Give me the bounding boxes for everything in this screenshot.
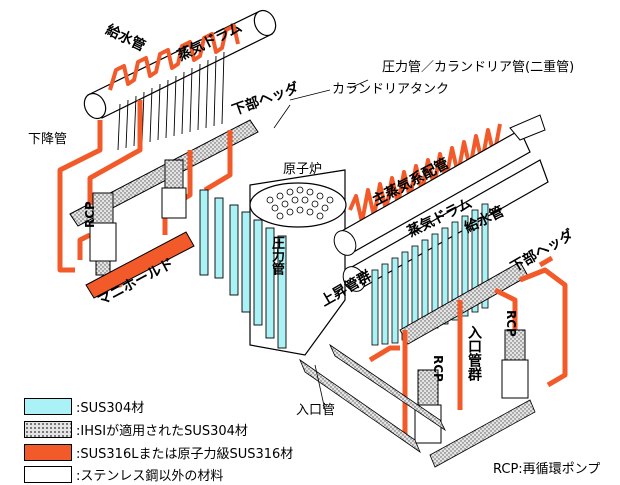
legend-label-sus316: :SUS316Lまたは原子力級SUS316材 bbox=[76, 446, 294, 462]
label-rcp-note: RCP:再循環ポンプ bbox=[493, 462, 601, 477]
inlet-pipes bbox=[299, 343, 536, 468]
label-rcp-right-1: RCP bbox=[431, 355, 445, 382]
feedwater-zigzag-left bbox=[108, 24, 240, 91]
legend-swatch-sus304 bbox=[24, 397, 72, 415]
legend-label-other: :ステンレス鋼以外の材料 bbox=[76, 468, 224, 484]
legend-swatch-sus316 bbox=[24, 443, 72, 461]
label-inlet-pipe: 入口管 bbox=[296, 403, 336, 418]
rcp-right-pump-2 bbox=[501, 329, 529, 399]
riser-tubes-left bbox=[117, 51, 225, 151]
riser-tubes-right bbox=[371, 203, 489, 346]
legend-label-ihsi: :IHSIが適用されたSUS304材 bbox=[76, 423, 248, 439]
rcp-right-pump-1 bbox=[414, 369, 442, 444]
manifold-pipe bbox=[85, 231, 195, 299]
main-steam-zigzag bbox=[348, 123, 502, 224]
rcp-left-pump-2 bbox=[161, 159, 187, 219]
label-inlet-pipe-group: 入口管群 bbox=[466, 325, 482, 381]
rcp-left-pump bbox=[89, 192, 117, 276]
legend-swatch-other bbox=[24, 465, 72, 483]
legend-item-sus304: :SUS304材 bbox=[24, 396, 144, 416]
leader-lines bbox=[273, 79, 369, 411]
label-calandria-tank: カランドリアタンク bbox=[332, 82, 450, 97]
label-rcp-right-2: RCP bbox=[504, 310, 518, 337]
legend-item-other: :ステンレス鋼以外の材料 bbox=[24, 464, 223, 484]
label-pressure-tube-calandria: 圧力管／カランドリア管(二重管) bbox=[382, 60, 575, 75]
legend-item-sus316: :SUS316Lまたは原子力級SUS316材 bbox=[24, 442, 293, 462]
steam-drum-right bbox=[333, 114, 549, 292]
label-reactor: 原子炉 bbox=[283, 162, 323, 177]
legend-item-ihsi: :IHSIが適用されたSUS304材 bbox=[24, 419, 248, 439]
calandria-holes bbox=[266, 186, 334, 220]
legend-swatch-ihsi bbox=[24, 420, 72, 438]
label-downcomer: 下降管 bbox=[28, 132, 68, 147]
label-rcp-left: RCP bbox=[83, 201, 97, 228]
legend-label-sus304: :SUS304材 bbox=[76, 400, 145, 416]
label-pressure-tube-vertical: 圧力管 bbox=[269, 236, 284, 275]
pressure-tubes bbox=[199, 189, 287, 349]
